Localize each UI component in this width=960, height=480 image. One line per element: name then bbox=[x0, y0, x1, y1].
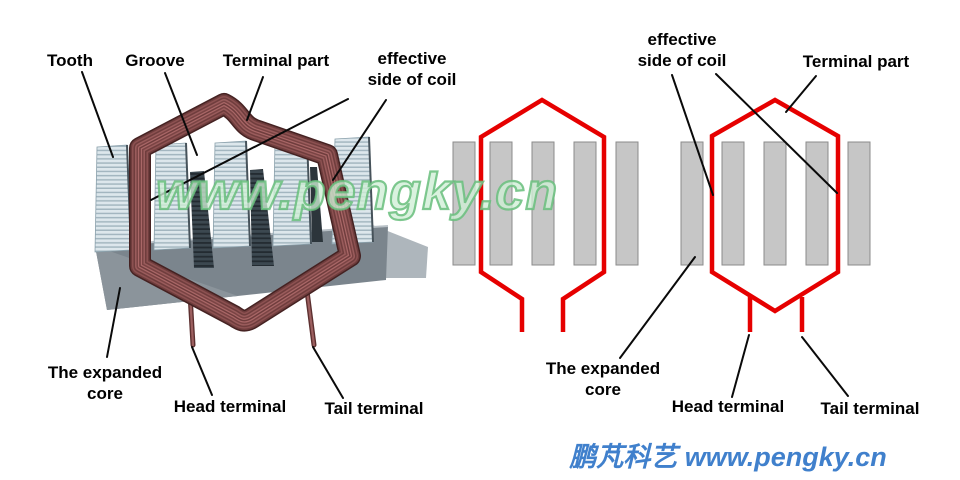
label-groove: Groove bbox=[125, 51, 185, 70]
tooth-bar bbox=[805, 141, 829, 266]
leader-effective-left-b bbox=[332, 99, 387, 181]
label-expanded-core-right-line2: core bbox=[585, 380, 621, 399]
leader-head-terminal-right bbox=[731, 334, 750, 398]
tooth-bar bbox=[489, 141, 513, 266]
label-effective-side-right-line1: effective bbox=[647, 30, 717, 49]
label-tail-terminal-right: Tail terminal bbox=[820, 399, 920, 418]
groove-slots bbox=[190, 167, 323, 268]
leader-effective-right-b bbox=[715, 73, 838, 194]
tooth-bar bbox=[680, 141, 704, 266]
schematic-coil-right bbox=[709, 97, 841, 332]
label-effective-side-left-line2: side of coil bbox=[367, 70, 457, 89]
tooth-bar bbox=[763, 141, 787, 266]
expanded-core-3d-render bbox=[94, 93, 428, 348]
leader-tail-terminal-right bbox=[801, 336, 849, 397]
tooth-1 bbox=[94, 144, 132, 253]
coil-3d bbox=[129, 93, 361, 332]
label-effective-side-right: effective side of coil bbox=[620, 29, 744, 71]
tooth-bar bbox=[847, 141, 871, 266]
tooth-bar bbox=[573, 141, 597, 266]
tooth-bar bbox=[531, 141, 555, 266]
leader-groove bbox=[164, 72, 198, 156]
leader-effective-left-a bbox=[150, 98, 349, 201]
schematic-teeth-bars bbox=[452, 141, 871, 266]
label-tooth: Tooth bbox=[47, 51, 93, 70]
leader-terminal-part-left bbox=[246, 76, 264, 121]
watermark-text: www.pengky.cn bbox=[155, 162, 559, 222]
leader-terminal-part-right bbox=[785, 75, 817, 113]
label-effective-side-left-line1: effective bbox=[377, 49, 447, 68]
label-terminal-part-right: Terminal part bbox=[802, 52, 910, 71]
leader-head-terminal-left bbox=[191, 346, 213, 396]
tooth-bar bbox=[615, 141, 639, 266]
label-tail-terminal-left: Tail terminal bbox=[324, 399, 424, 418]
label-expanded-core-left-line1: The expanded bbox=[47, 363, 163, 382]
flat-schematic bbox=[452, 97, 871, 332]
leader-effective-right-a bbox=[671, 74, 714, 196]
leader-tail-terminal-left bbox=[312, 346, 344, 399]
label-expanded-core-right-line1: The expanded bbox=[545, 359, 661, 378]
tooth-bar bbox=[452, 141, 476, 266]
label-effective-side-left: effective side of coil bbox=[350, 48, 474, 90]
label-terminal-part-left: Terminal part bbox=[222, 51, 330, 70]
label-expanded-core-left: The expanded core bbox=[30, 362, 180, 404]
label-head-terminal-left: Head terminal bbox=[173, 397, 287, 416]
label-effective-side-right-line2: side of coil bbox=[637, 51, 727, 70]
schematic-coil-left bbox=[478, 97, 607, 332]
leader-tooth bbox=[81, 71, 114, 158]
label-expanded-core-left-line2: core bbox=[87, 384, 123, 403]
tooth-bar bbox=[721, 141, 745, 266]
label-expanded-core-right: The expanded core bbox=[528, 358, 678, 400]
label-head-terminal-right: Head terminal bbox=[671, 397, 785, 416]
leader-expanded-core-left bbox=[106, 287, 121, 358]
leader-expanded-core-right bbox=[619, 256, 696, 359]
leader-lines bbox=[81, 71, 849, 399]
footer-site-text: 鹏芃科艺 www.pengky.cn bbox=[569, 442, 887, 472]
